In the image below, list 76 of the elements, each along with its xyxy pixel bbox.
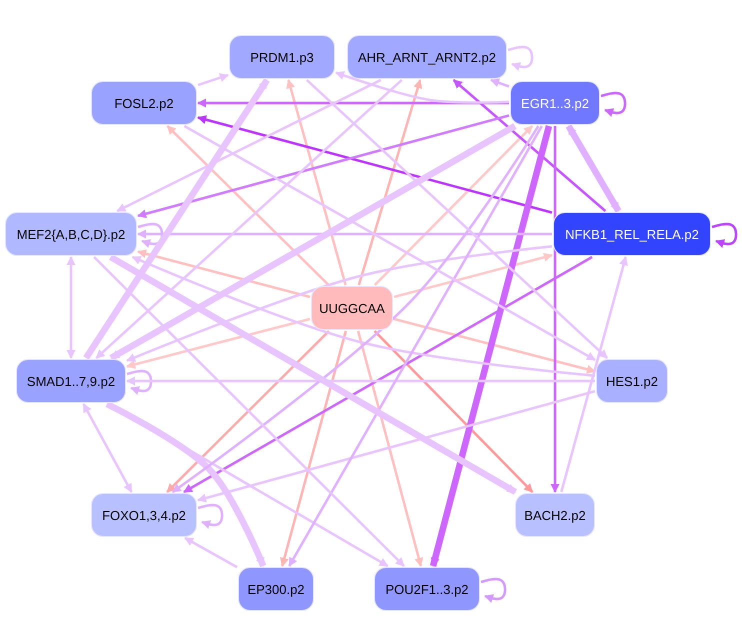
node-label: PRDM1.p3 — [250, 50, 314, 64]
arrow — [286, 79, 347, 286]
arrow — [490, 78, 510, 88]
arrow — [93, 256, 405, 567]
node-label: AHR_ARNT_ARNT2.p2 — [358, 50, 496, 64]
arrow — [358, 79, 422, 286]
arrow — [600, 92, 626, 117]
node-box — [515, 493, 595, 537]
arrow — [126, 318, 310, 369]
arrow — [184, 124, 596, 361]
node-label: NFKB1_REL_RELA.p2 — [565, 226, 699, 242]
node-label: BACH2.p2 — [524, 508, 586, 522]
arrow — [126, 245, 552, 362]
arrow — [430, 125, 552, 567]
node-box — [91, 81, 197, 125]
node-box — [238, 567, 314, 611]
arrow — [108, 254, 518, 495]
node-label: FOSL2.p2 — [114, 96, 174, 110]
arrow — [66, 256, 76, 359]
node-box — [596, 359, 668, 403]
node-label: SMAD1..7,9.p2 — [26, 374, 116, 388]
arrow — [109, 123, 517, 361]
arrow — [132, 256, 596, 377]
node-box — [91, 493, 197, 537]
node-label: MEF2{A,B,C,D}.p2 — [16, 226, 126, 242]
arrow — [166, 330, 330, 493]
arrow — [356, 330, 424, 567]
node-box — [16, 359, 126, 403]
arrow — [82, 403, 133, 493]
arrow — [560, 256, 628, 492]
arrow — [183, 256, 593, 494]
arrow — [394, 252, 553, 298]
arrow — [480, 578, 506, 603]
arrow — [197, 115, 552, 214]
arrow — [550, 126, 560, 493]
arrow — [197, 98, 509, 108]
arrow — [126, 370, 152, 395]
node-box — [5, 212, 137, 256]
node-label: FOXO1,3,4.p2 — [102, 508, 186, 522]
arrow — [116, 78, 382, 212]
arrow — [138, 222, 164, 248]
arrow — [184, 536, 238, 568]
node-box — [510, 81, 600, 125]
arrow — [126, 376, 595, 386]
arrow — [508, 46, 534, 71]
arrow — [137, 230, 552, 238]
arrow — [394, 318, 596, 374]
node-label: EGR1..3.p2 — [521, 96, 589, 110]
node-box — [311, 286, 393, 330]
node-box — [347, 35, 507, 79]
arrow — [566, 124, 622, 213]
node-label: UUGGCAA — [319, 300, 385, 316]
arrow — [198, 504, 224, 529]
arrow — [105, 401, 266, 568]
arrow — [452, 79, 606, 212]
arrow — [83, 78, 270, 360]
arrow — [306, 79, 608, 359]
arrow — [335, 71, 510, 104]
arrow — [198, 73, 229, 86]
node-label: HES1.p2 — [606, 374, 658, 388]
arrow — [166, 125, 330, 286]
arrow — [172, 125, 540, 494]
node-box — [374, 567, 480, 611]
arrow — [712, 222, 738, 248]
arrow — [288, 125, 543, 567]
node-box — [553, 212, 711, 256]
arrow — [374, 125, 534, 286]
arrow — [374, 330, 534, 493]
arrow — [95, 79, 403, 359]
arrow — [280, 330, 347, 567]
node-label: EP300.p2 — [247, 582, 305, 596]
node-box — [229, 35, 335, 79]
arrow — [137, 249, 310, 298]
arrow — [197, 390, 596, 502]
arrow — [137, 114, 510, 218]
node-label: POU2F1..3.p2 — [385, 582, 469, 596]
